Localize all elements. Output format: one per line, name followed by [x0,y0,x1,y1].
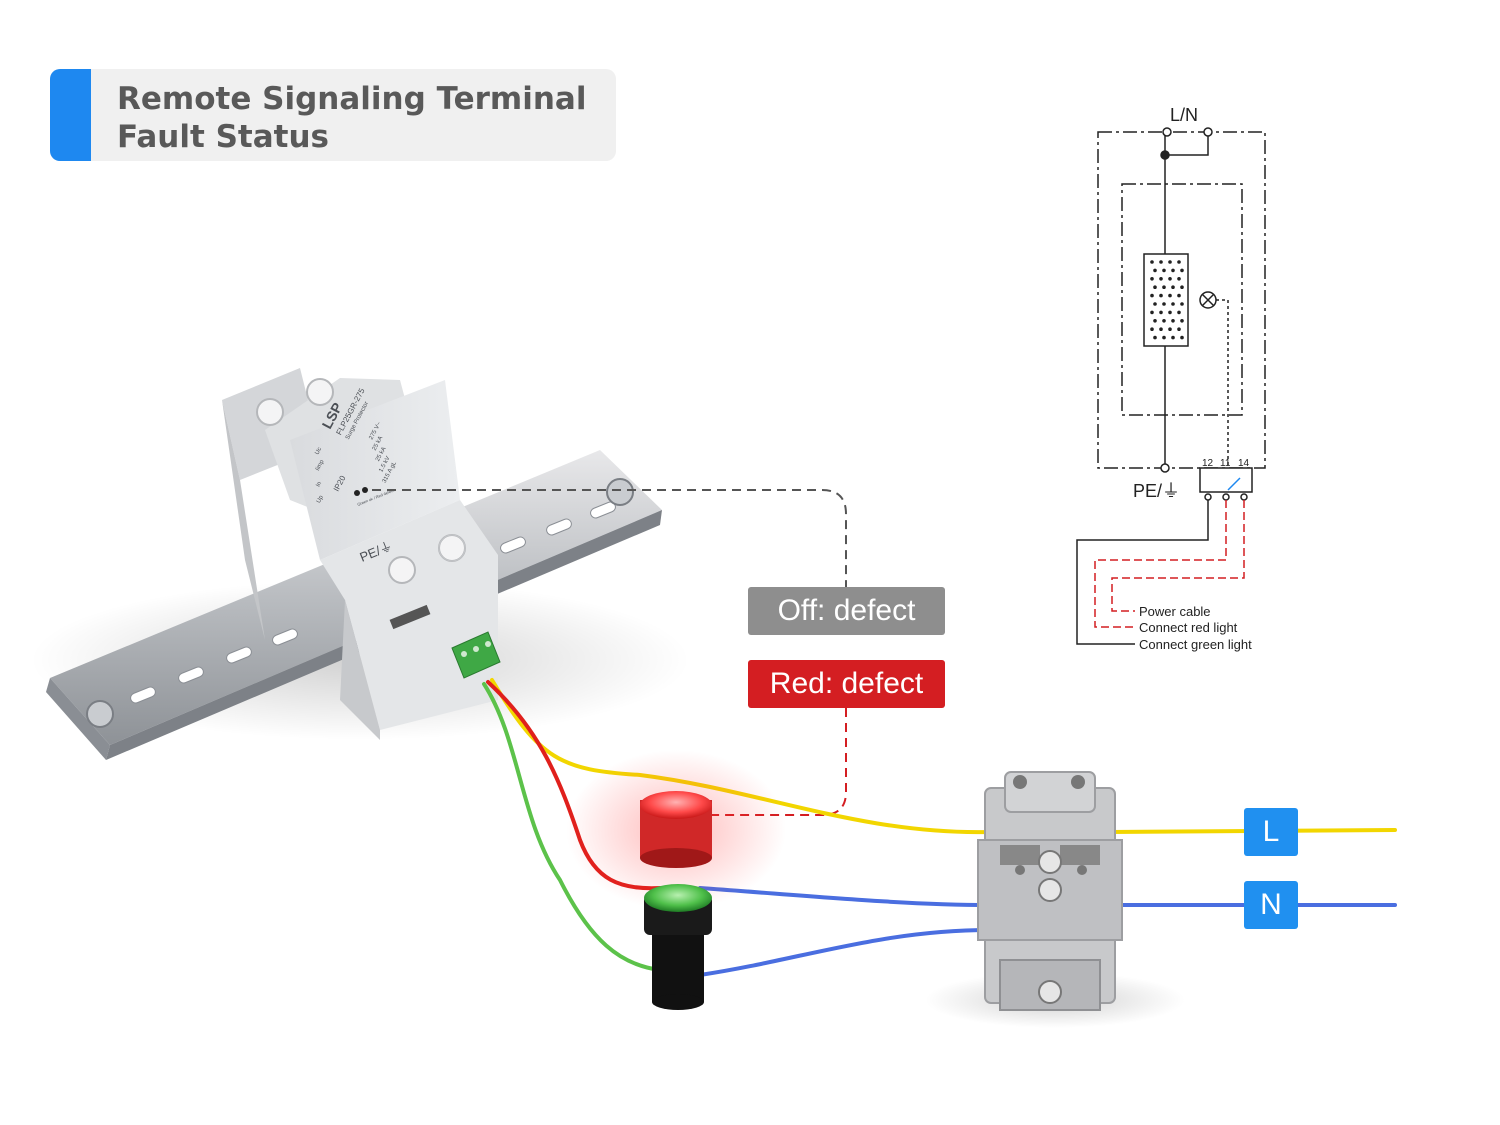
varistor-dot [1150,327,1154,332]
varistor-dot [1153,335,1157,340]
varistor-dot [1162,319,1166,323]
varistor-dot [1177,260,1181,264]
varistor-dot [1177,327,1181,332]
schematic-top-label: L/N [1170,105,1198,125]
pin-12: 12 [1202,458,1214,469]
varistor-dot [1150,310,1154,315]
surge-protector: LSP FLP25GR-275 Surge Protector Uc Iimp … [222,368,501,740]
varistor-dot [1162,335,1166,340]
rail-screw-icon [86,700,114,728]
schematic-inner-frame [1121,183,1243,416]
varistor-dot [1168,277,1172,281]
varistor-dot [1150,293,1154,298]
varistor-dot [1153,268,1157,273]
legend-power-cable: Power cable [1139,604,1211,619]
title-card: Remote Signaling Terminal Fault Status [50,69,616,161]
schematic-pe-label: PE/⏚ [1133,481,1180,501]
varistor-dot [1159,293,1163,298]
varistor-dot [1159,327,1163,332]
status-window-icon [354,490,360,496]
status-window-icon [362,487,368,493]
status-red-badge: Red: defect [748,660,945,708]
varistor-dot [1162,285,1166,290]
varistor-dot [1180,335,1184,340]
title-accent-bar [50,69,91,161]
status-off-badge: Off: defect [748,587,945,635]
spec-key-up: Up [316,494,325,504]
varistor-dot [1168,310,1172,315]
varistor-dot [1153,285,1157,290]
varistor-dots [1150,260,1184,340]
varistor-dot [1177,293,1181,298]
varistor-dot [1171,319,1175,323]
pin-14: 14 [1238,458,1250,469]
varistor-dot [1168,293,1172,298]
terminal-screw-icon [256,398,284,426]
pin-11: 11 [1220,458,1231,469]
varistor-dot [1159,277,1163,281]
dashed-link-red-lamp [705,708,847,816]
line-n-label: N [1244,881,1298,929]
varistor-dot [1153,319,1157,323]
terminal-screw-icon [388,556,416,584]
varistor-dot [1162,268,1166,273]
varistor-dot [1180,319,1184,323]
dashed-link-status [372,489,847,587]
screw-icon [1038,878,1062,902]
green-indicator-lamp [644,884,712,1010]
varistor-block [1143,253,1189,347]
line-l-label: L [1244,808,1298,856]
red-indicator-lamp [566,750,786,910]
varistor-dot [1150,277,1154,281]
varistor-dot [1180,268,1184,273]
varistor-dot [1162,302,1166,306]
varistor-dot [1168,260,1172,264]
varistor-dot [1171,268,1175,273]
varistor-dot [1159,310,1163,315]
wires [482,678,1397,977]
title-line-1: Remote Signaling Terminal [117,81,587,117]
rail-screw-icon [606,478,634,506]
varistor-dot [1171,335,1175,340]
varistor-dot [1153,302,1157,306]
varistor-dot [1177,277,1181,281]
wiring-schematic [1076,127,1266,645]
varistor-dot [1171,302,1175,306]
varistor-dot [1168,327,1172,332]
varistor-dot [1180,302,1184,306]
screw-icon [1038,850,1062,874]
spec-key-iimp: Iimp [315,459,326,472]
varistor-dot [1171,285,1175,290]
screw-icon [1038,980,1062,1004]
legend-green-light: Connect green light [1139,637,1252,652]
legend-red-light: Connect red light [1139,620,1238,635]
spec-key-uc: Uc [314,447,323,456]
terminal-screw-icon [306,378,334,406]
varistor-dot [1177,310,1181,315]
spec-key-in: In [315,481,323,488]
title-line-2: Fault Status [117,119,329,155]
varistor-dot [1180,285,1184,290]
terminal-block [925,771,1185,1028]
varistor-dot [1150,260,1154,264]
varistor-dot [1159,260,1163,264]
